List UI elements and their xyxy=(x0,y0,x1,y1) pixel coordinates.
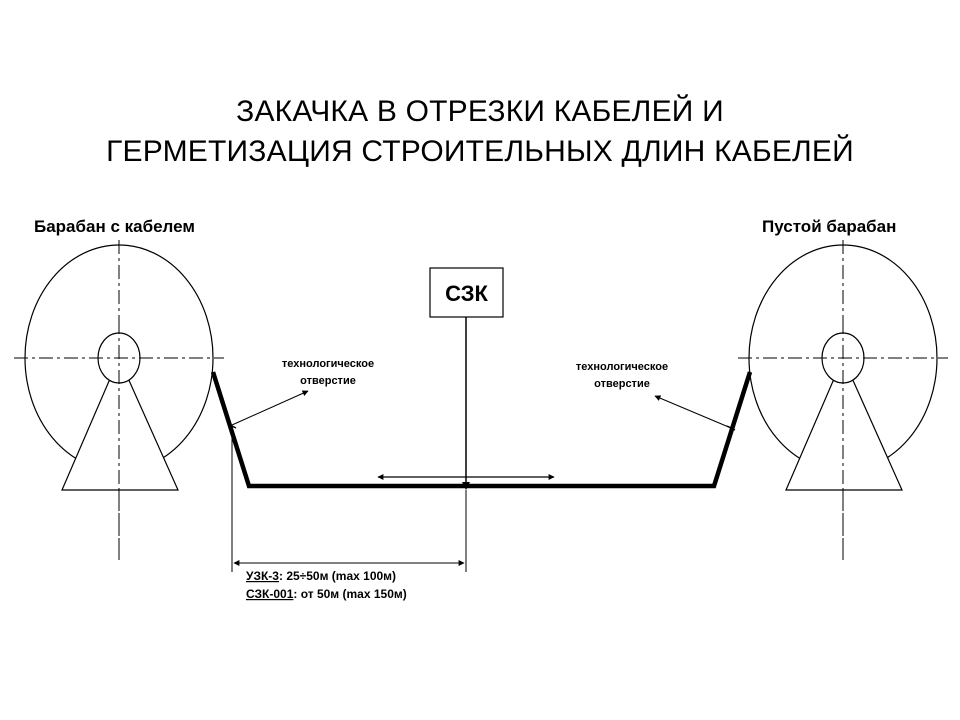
left-drum xyxy=(14,240,224,560)
title-line-1: ЗАКАЧКА В ОТРЕЗКИ КАБЕЛЕЙ И xyxy=(236,95,724,128)
right-drum-stand xyxy=(785,356,903,491)
hole-right-tick xyxy=(726,425,736,431)
hole-right-label-1: технологическое xyxy=(576,361,668,373)
spec-uzk3-model: УЗК-3 xyxy=(246,569,279,583)
spec-szk001-model: СЗК-001 xyxy=(246,587,294,601)
left-drum-stand xyxy=(61,356,179,491)
right-drum-label: Пустой барабан xyxy=(762,217,896,236)
hole-left-label-1: технологическое xyxy=(282,358,374,370)
title-line-2: ГЕРМЕТИЗАЦИЯ СТРОИТЕЛЬНЫХ ДЛИН КАБЕЛЕЙ xyxy=(106,135,854,168)
spec-row-uzk3: УЗК-3: 25÷50м (max 100м) xyxy=(246,569,396,583)
hole-right-label-2: отверстие xyxy=(594,378,650,390)
hole-left-tick xyxy=(227,423,237,429)
spec-row-szk001: СЗК-001: от 50м (max 150м) xyxy=(246,587,407,601)
page-title: ЗАКАЧКА В ОТРЕЗКИ КАБЕЛЕЙ И ГЕРМЕТИЗАЦИЯ… xyxy=(0,92,960,172)
device-junction-icon xyxy=(462,482,470,490)
hole-left-label-2: отверстие xyxy=(300,375,356,387)
cable-line xyxy=(210,371,753,489)
left-drum-label: Барабан с кабелем xyxy=(34,217,195,236)
device-label: СЗК xyxy=(445,281,488,306)
device-box xyxy=(429,267,504,318)
hole-left-pointer xyxy=(231,390,309,426)
hole-right-pointer xyxy=(654,395,732,429)
right-drum xyxy=(738,240,948,560)
spec-uzk3-value: : 25÷50м (max 100м) xyxy=(279,569,396,583)
spec-szk001-value: : от 50м (max 150м) xyxy=(293,587,406,601)
